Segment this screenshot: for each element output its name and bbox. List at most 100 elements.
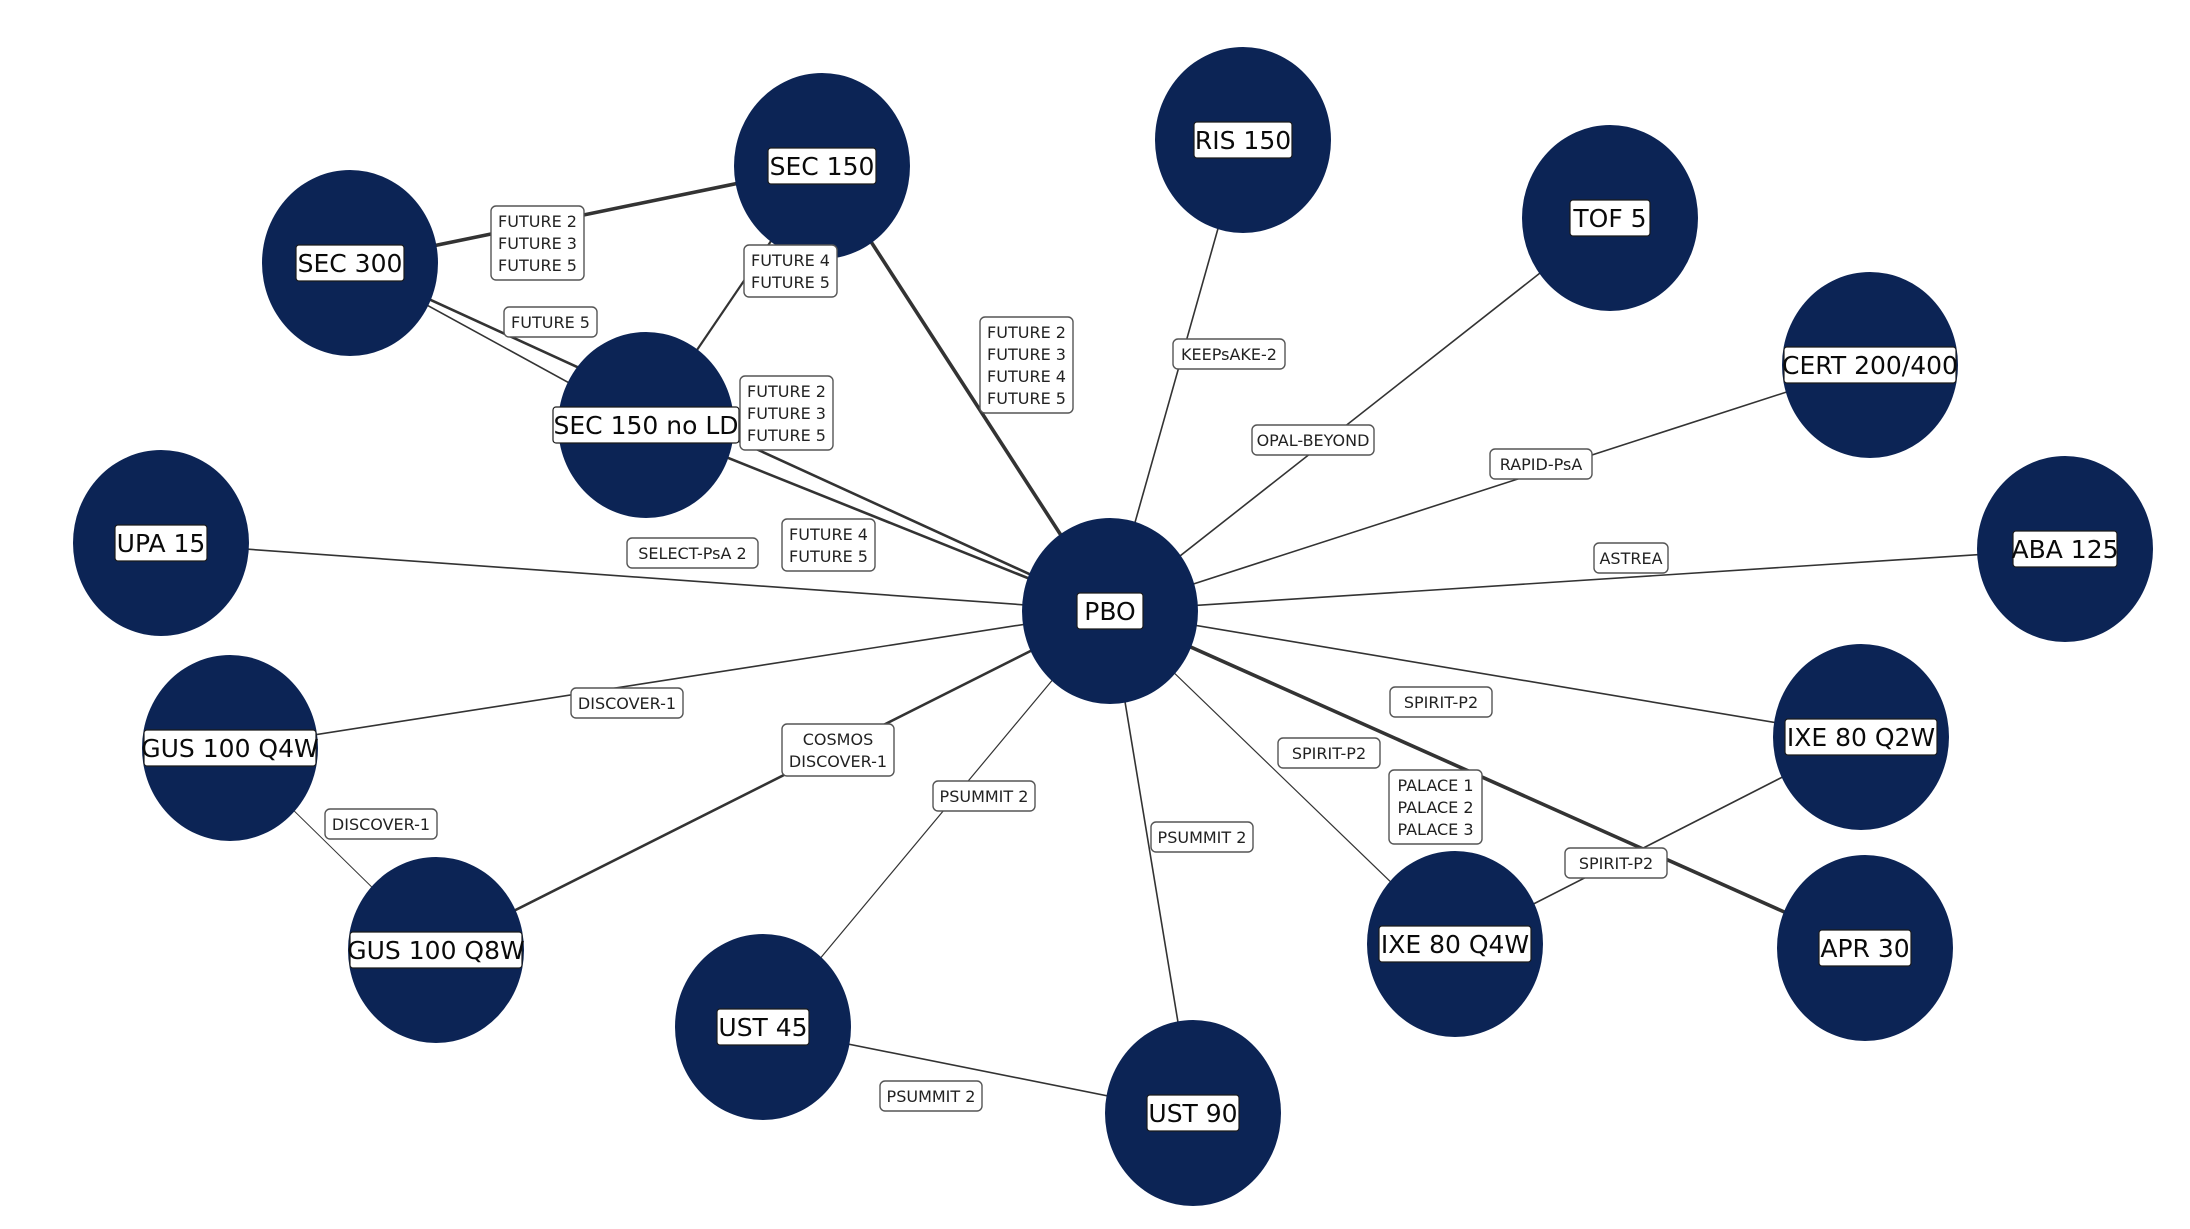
node-label-box	[1146, 1094, 1240, 1132]
edge-label-tof5-pbo: OPAL-BEYOND	[1251, 424, 1375, 456]
edge-label-text: FUTURE 4	[789, 525, 868, 544]
node-label-box	[2012, 530, 2118, 568]
node-ixe-80-q4w[interactable]: IXE 80 Q4W	[1367, 851, 1543, 1037]
edge-label-cert-pbo: RAPID-PsA	[1489, 448, 1593, 480]
edge-label-text: COSMOS	[803, 730, 873, 749]
edge-label-sec150-pbo: FUTURE 2 FUTURE 3 FUTURE 4 FUTURE 5	[979, 316, 1074, 414]
node-label: UPA 15	[117, 529, 206, 558]
edge-label-text: DISCOVER-1	[578, 694, 676, 713]
edge-label-text: DISCOVER-1	[332, 815, 430, 834]
node-pbo[interactable]: PBO	[1022, 518, 1198, 704]
node-label: GUS 100 Q4W	[141, 734, 318, 763]
edge-label-sec300-sec150: FUTURE 2 FUTURE 3 FUTURE 5	[490, 205, 585, 281]
edge-label-box	[1172, 338, 1286, 370]
edge-label-box	[1150, 821, 1254, 853]
node-ixe-80-q2w[interactable]: IXE 80 Q2W	[1773, 644, 1949, 830]
edge-label-box	[324, 808, 438, 840]
edge-label-ust45-pbo: PSUMMIT 2	[932, 780, 1036, 812]
edge-label-upa15-pbo: SELECT-PsA 2	[626, 537, 759, 569]
edge-label-text: PSUMMIT 2	[1158, 828, 1247, 847]
edge-label-box	[626, 537, 759, 569]
edge-label-text: RAPID-PsA	[1500, 455, 1583, 474]
node-ust-90[interactable]: UST 90	[1105, 1020, 1281, 1206]
node-aba-125[interactable]: ABA 125	[1977, 456, 2153, 642]
edge-label-box	[739, 375, 834, 451]
node-label-box	[552, 406, 740, 444]
edge-label-ris150-pbo: KEEPsAKE-2	[1172, 338, 1286, 370]
edge-label-text: FUTURE 2	[987, 323, 1066, 342]
edge-label-text: PALACE 2	[1397, 798, 1473, 817]
node-label-box	[349, 931, 523, 969]
edge-tof5-pbo	[1109, 217, 1611, 612]
node-label: IXE 80 Q2W	[1787, 723, 1935, 752]
node-label-box	[295, 244, 405, 282]
edge-gusq4w-pbo	[229, 610, 1111, 749]
node-label: PBO	[1084, 597, 1135, 626]
edge-label-text: FUTURE 5	[511, 313, 590, 332]
edge-label-text: ASTREA	[1599, 549, 1662, 568]
node-cert-200-400[interactable]: CERT 200/400	[1782, 272, 1958, 458]
edge-label-ixeq4w-pbo: SPIRIT-P2	[1277, 737, 1381, 769]
node-gus-100-q8w[interactable]: GUS 100 Q8W	[347, 857, 525, 1043]
node-label: SEC 150	[770, 152, 875, 181]
edge-label-text: DISCOVER-1	[789, 752, 887, 771]
node-label: TOF 5	[1572, 204, 1646, 233]
edge-label-text: FUTURE 3	[987, 345, 1066, 364]
edge-label-box	[879, 1080, 983, 1112]
edge-label-ust90-pbo: PSUMMIT 2	[1150, 821, 1254, 853]
edge-label-box	[570, 687, 684, 719]
edge-label-box	[1277, 737, 1381, 769]
node-label: UST 45	[718, 1013, 807, 1042]
node-sec-150-no-ld[interactable]: SEC 150 no LD	[552, 332, 740, 518]
node-sec-300[interactable]: SEC 300	[262, 170, 438, 356]
edge-label-box	[781, 518, 876, 572]
edge-label-gusq4w-gusq8w: DISCOVER-1	[324, 808, 438, 840]
node-label-box	[1784, 718, 1938, 756]
edge-upa15-pbo	[160, 542, 1111, 612]
node-ris-150[interactable]: RIS 150	[1155, 47, 1331, 233]
node-label-box	[143, 729, 317, 767]
edge-label-ixeq4w-ixeq2w: SPIRIT-P2	[1564, 847, 1668, 879]
edge-label-box	[1251, 424, 1375, 456]
node-apr-30[interactable]: APR 30	[1777, 855, 1953, 1041]
edge-label-box	[1593, 542, 1669, 574]
edge-apr30-pbo	[1109, 609, 1866, 950]
node-tof-5[interactable]: TOF 5	[1522, 125, 1698, 311]
edge-label-sec300-pbo: FUTURE 4 FUTURE 5	[781, 518, 876, 572]
node-label: RIS 150	[1195, 126, 1291, 155]
edge-label-box	[932, 780, 1036, 812]
edge-label-text: FUTURE 3	[498, 234, 577, 253]
node-ust-45[interactable]: UST 45	[675, 934, 851, 1120]
node-gus-100-q4w[interactable]: GUS 100 Q4W	[141, 655, 319, 841]
edge-label-text: FUTURE 4	[987, 367, 1066, 386]
edge-label-text: FUTURE 5	[747, 426, 826, 445]
node-label-box	[114, 524, 208, 562]
node-upa-15[interactable]: UPA 15	[73, 450, 249, 636]
edge-label-gusq8w-pbo: COSMOS DISCOVER-1	[781, 723, 895, 777]
node-label-box	[1076, 592, 1144, 630]
edge-label-gusq4w-pbo: DISCOVER-1	[570, 687, 684, 719]
edge-label-text: FUTURE 5	[789, 547, 868, 566]
node-sec-150[interactable]: SEC 150	[734, 73, 910, 259]
edge-label-text: FUTURE 5	[498, 256, 577, 275]
edge-label-text: OPAL-BEYOND	[1257, 431, 1370, 450]
node-label-box	[1783, 346, 1957, 384]
edge-label-box	[781, 723, 895, 777]
edge-cert-pbo	[1109, 364, 1871, 612]
edge-label-text: PALACE 1	[1397, 776, 1473, 795]
edge-label-box	[979, 316, 1074, 414]
edge-label-text: FUTURE 4	[751, 251, 830, 270]
edge-label-text: FUTURE 2	[747, 382, 826, 401]
edge-label-text: FUTURE 5	[987, 389, 1066, 408]
node-label-box	[1818, 929, 1912, 967]
edge-label-aba125-pbo: ASTREA	[1593, 542, 1669, 574]
node-label-box	[1569, 199, 1651, 237]
edge-label-text: FUTURE 2	[498, 212, 577, 231]
edge-label-sec300-sec150nold: FUTURE 5	[503, 306, 598, 338]
edge-label-text: SPIRIT-P2	[1404, 693, 1478, 712]
node-label: UST 90	[1148, 1099, 1237, 1128]
edge-label-box	[503, 306, 598, 338]
